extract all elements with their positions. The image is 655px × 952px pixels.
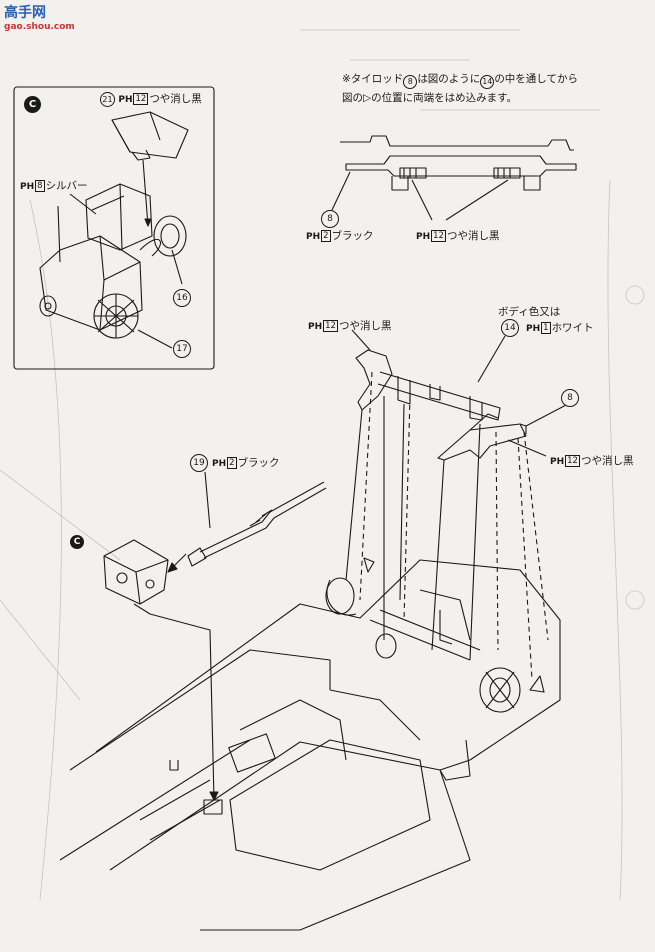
part-number-16: 16	[173, 289, 191, 307]
paint-name: ブラック	[331, 230, 374, 242]
steering-gearbox	[103, 539, 169, 605]
paint-code: 2	[321, 230, 331, 242]
paint-prefix: PH	[20, 182, 35, 192]
inset-leader-16	[171, 249, 183, 285]
paint-name: つや消し黒	[446, 230, 500, 242]
steering-rack	[355, 349, 501, 421]
paint-code: 12	[323, 320, 338, 332]
bleed-through-art	[0, 29, 645, 901]
drive-shaft	[169, 481, 327, 571]
paint-name: ブラック	[237, 457, 280, 469]
paint-prefix: PH	[416, 232, 431, 242]
paint-name: つや消し黒	[338, 320, 392, 332]
paint-prefix: PH	[118, 95, 133, 105]
part-number-19: 19	[190, 454, 208, 472]
inset-arrow-cap	[142, 159, 149, 227]
paint-code: 12	[133, 93, 149, 105]
right-arm	[437, 413, 527, 461]
paint-code: 8	[35, 180, 45, 192]
paint-prefix: PH	[306, 232, 321, 242]
leader-shaft-19	[204, 471, 211, 529]
paint-prefix: PH	[212, 459, 227, 469]
paint-prefix: PH	[526, 324, 541, 334]
note-arrow-symbol: ▷	[363, 92, 372, 104]
note-text: は図のように	[417, 73, 481, 85]
part-number-21: 21	[100, 92, 115, 107]
paint-code: 2	[227, 457, 237, 469]
paint-prefix: PH	[550, 457, 565, 467]
leader-arm-8	[525, 403, 569, 427]
note-text: の中を通してから	[494, 73, 578, 85]
paint-code: 1	[541, 322, 551, 334]
part-number-8-tierod: 8	[321, 210, 339, 228]
inset-frame	[13, 86, 215, 370]
arrow-marker-left	[363, 557, 375, 573]
site-watermark-logo: 高手网 gao.shou.com	[4, 2, 75, 32]
steering-connection-line	[133, 603, 215, 801]
note-text: ※タイロッド	[342, 73, 404, 85]
dashed-guide-lines	[359, 371, 549, 681]
part-number-14: 14	[501, 319, 519, 337]
watermark-url: gao.shou.com	[4, 22, 75, 32]
note-text: の位置に両端をはめ込みます。	[371, 92, 518, 104]
inset-leader-17	[137, 329, 173, 349]
tie-rod-assembly	[340, 135, 577, 191]
inset-cap-part	[111, 111, 189, 161]
leader-tierod-8	[331, 171, 351, 211]
paint-name: つや消し黒	[580, 455, 634, 467]
leader-tierod-12	[411, 179, 509, 221]
inset-leader-silver	[57, 193, 97, 263]
note-part-8: 8	[403, 75, 418, 89]
note-text: 図の	[342, 92, 363, 104]
part-number-8-arm: 8	[561, 389, 579, 407]
paint-prefix: PH	[308, 322, 323, 332]
assembly-guide-lines	[345, 396, 481, 661]
leader-rack-14	[477, 335, 506, 383]
inset-gearbox	[39, 183, 187, 339]
inset-spring	[139, 238, 162, 257]
leader-arm-right-12	[507, 439, 547, 457]
part-number-17: 17	[173, 340, 191, 358]
paint-name: シルバー	[45, 180, 88, 192]
paint-code: 12	[431, 230, 446, 242]
paint-code: 12	[565, 455, 580, 467]
leader-arm-left	[351, 329, 371, 351]
inset-step-badge: C	[24, 96, 41, 113]
chassis-frame	[59, 559, 561, 931]
paint-name: つや消し黒	[149, 93, 202, 105]
paint-name: ホワイト	[551, 322, 594, 334]
watermark-logo-text: 高手网	[4, 5, 46, 21]
arrow-marker-right	[529, 675, 545, 693]
steering-step-badge: C	[70, 535, 84, 549]
note-part-14: 14	[480, 75, 495, 89]
label-body-color-line1: ボディ色又は	[498, 306, 561, 318]
